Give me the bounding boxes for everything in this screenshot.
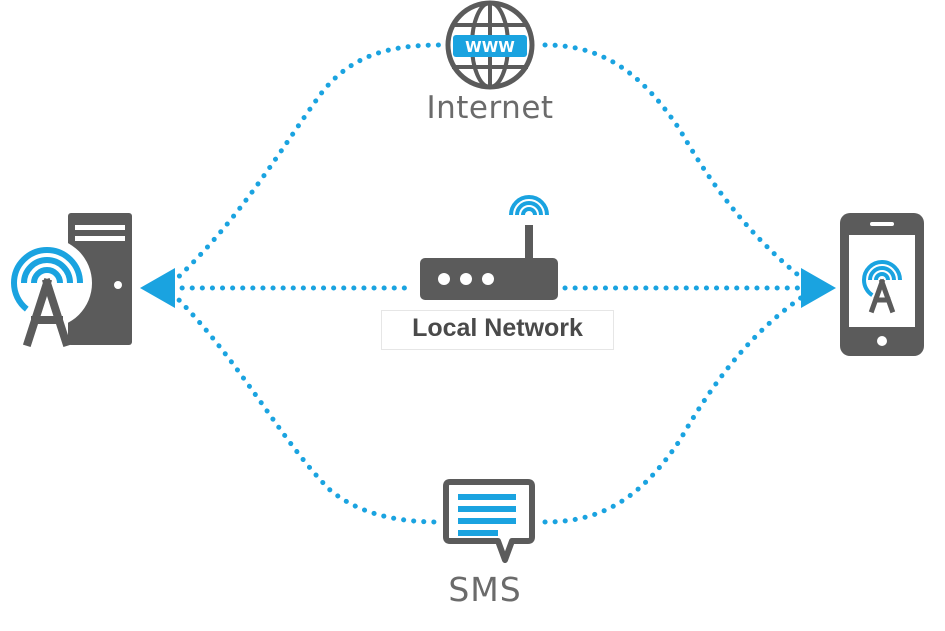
phone-app-logo-icon	[862, 260, 902, 314]
www-label: WWW	[465, 38, 515, 56]
sms-label: SMS	[448, 570, 522, 609]
sms-path-right	[542, 290, 811, 525]
server-icon	[68, 213, 132, 345]
arrow-left-icon	[140, 268, 175, 308]
globe-icon: WWW	[445, 0, 535, 90]
arrow-right-icon	[801, 268, 836, 308]
router-icon	[420, 225, 558, 300]
sms-path-left	[169, 290, 441, 525]
internet-path-left	[169, 42, 443, 286]
server-app-logo-icon	[2, 238, 92, 348]
internet-path-right	[542, 42, 811, 286]
wifi-signal-icon	[509, 195, 549, 216]
local-network-label-box	[381, 310, 614, 350]
internet-label: Internet	[426, 90, 554, 126]
sms-icon	[443, 479, 535, 563]
local-network-label: Local Network	[412, 314, 583, 342]
